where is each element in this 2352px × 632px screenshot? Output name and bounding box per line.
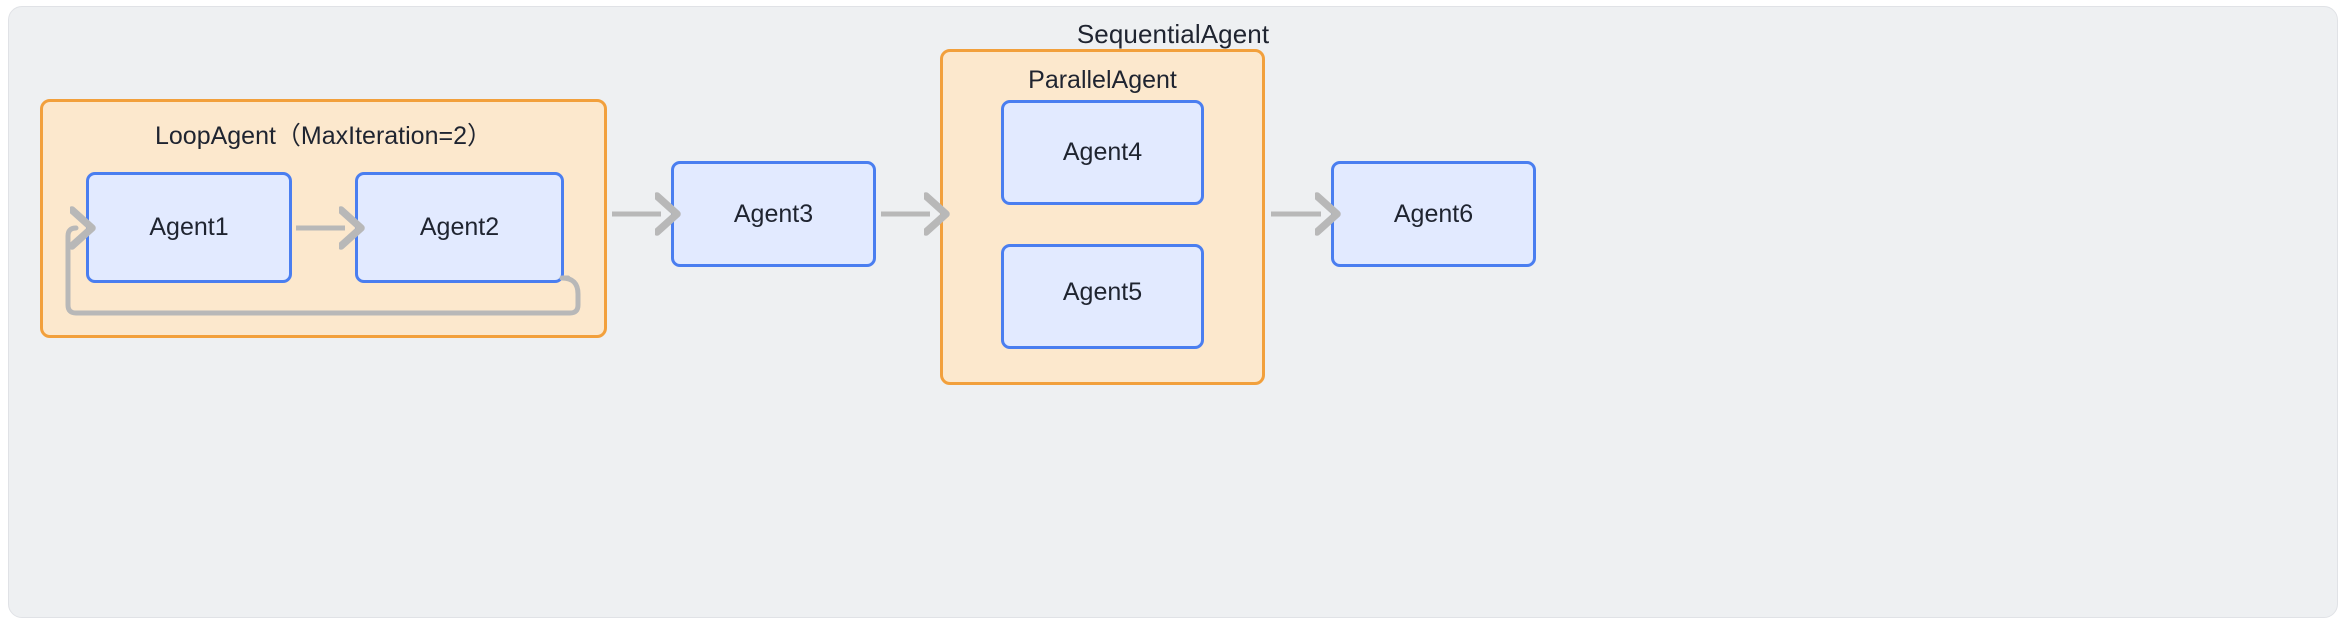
node-agent1[interactable]: Agent1 (86, 172, 292, 283)
node-agent5-label: Agent5 (1062, 278, 1143, 306)
node-agent1-label: Agent1 (149, 213, 229, 241)
node-agent6-label: Agent6 (1393, 199, 1474, 228)
node-agent5[interactable]: Agent5 (1001, 244, 1204, 349)
loop-agent-title: LoopAgent（MaxIteration=2） (154, 122, 492, 150)
node-agent3[interactable]: Agent3 (671, 161, 876, 267)
node-agent4-label: Agent4 (1062, 138, 1143, 166)
parallel-agent-title: ParallelAgent (1028, 66, 1177, 94)
node-agent6[interactable]: Agent6 (1331, 161, 1536, 267)
node-agent4[interactable]: Agent4 (1001, 100, 1204, 205)
node-agent3-label: Agent3 (733, 199, 814, 228)
sequential-agent-title: SequentialAgent (1076, 19, 1270, 49)
node-agent2-label: Agent2 (419, 213, 500, 241)
node-agent2[interactable]: Agent2 (355, 172, 564, 283)
